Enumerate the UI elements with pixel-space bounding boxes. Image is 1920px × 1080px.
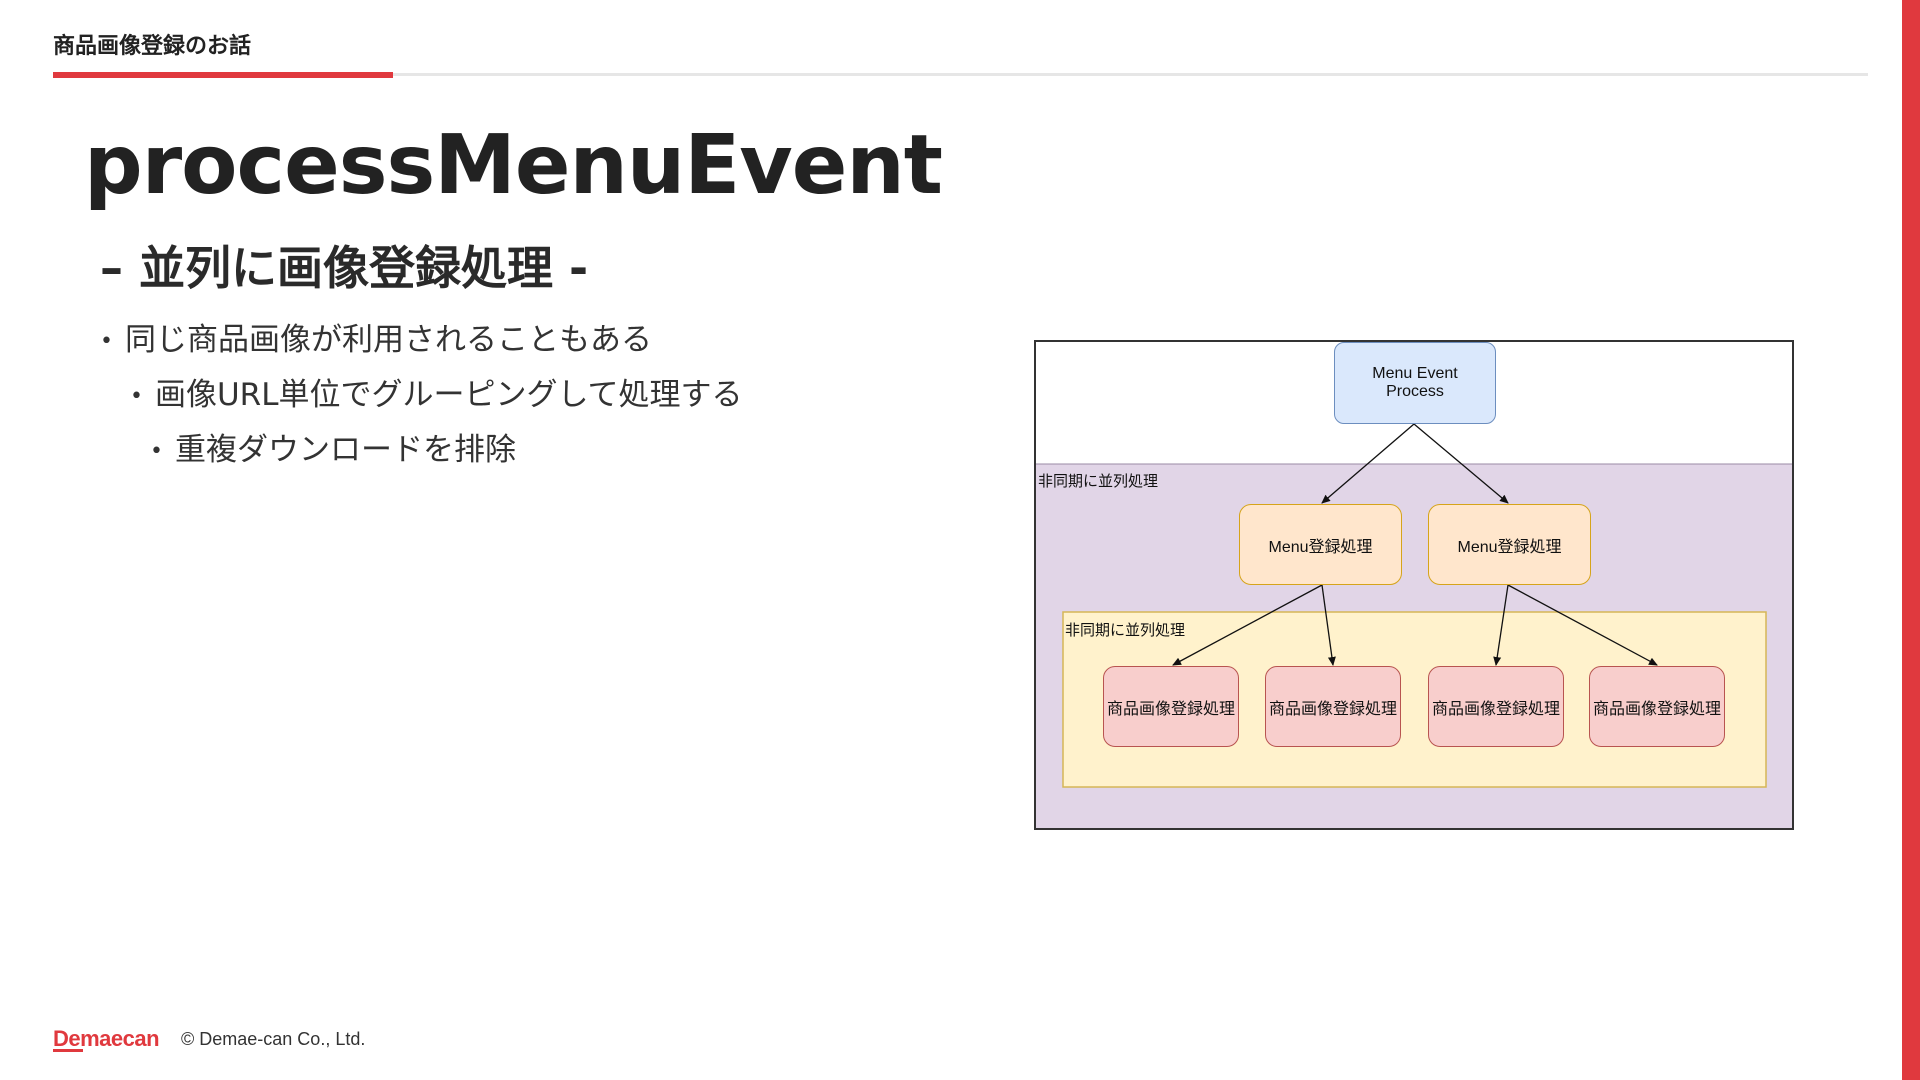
image-node-4: 商品画像登録処理: [1589, 666, 1725, 747]
image-node-2: 商品画像登録処理: [1265, 666, 1401, 747]
bullet-text: 重複ダウンロードを排除: [174, 432, 516, 468]
arrow-menu-1-to-image-2: [1321, 584, 1336, 666]
image-node-1: 商品画像登録処理: [1103, 666, 1239, 747]
bullet-item-3: • 重複ダウンロードを排除: [150, 424, 516, 469]
bullet-item-1: • 同じ商品画像が利用されることもある: [100, 314, 652, 359]
bullet-dot-icon: •: [100, 329, 113, 354]
slide-title: processMenuEvent: [84, 118, 943, 213]
slide-subtitle: – 並列に画像登録処理 -: [100, 241, 589, 295]
bullet-text: 同じ商品画像が利用されることもある: [124, 322, 652, 358]
copyright-text: © Demae-can Co., Ltd.: [181, 1029, 366, 1049]
logo-underline: [53, 1049, 83, 1052]
section-label: 商品画像登録のお話: [53, 34, 252, 59]
arrow-menu-1-to-image-1: [1172, 584, 1323, 666]
header-divider: [53, 73, 1868, 76]
inner-group-label: 非同期に並列処理: [1065, 622, 1186, 639]
arrow-menu-2-to-image-3: [1493, 584, 1509, 666]
right-edge-accent-bar: [1902, 0, 1920, 1080]
bullet-dot-icon: •: [150, 439, 163, 464]
menu-node-1: Menu登録処理: [1239, 504, 1402, 585]
menu-node-2: Menu登録処理: [1428, 504, 1591, 585]
image-node-3: 商品画像登録処理: [1428, 666, 1564, 747]
arrow-menu-2-to-image-4: [1507, 584, 1658, 666]
arrow-root-to-menu-1: [1321, 423, 1415, 504]
process-diagram: Menu Event Process 非同期に並列処理 非同期に並列処理 Men…: [1034, 340, 1794, 830]
demaecan-logo: Demaecan: [53, 1026, 160, 1051]
header-accent-bar: [53, 72, 393, 78]
bullet-text: 画像URL単位でグルーピングして処理する: [154, 377, 743, 413]
outer-group-label: 非同期に並列処理: [1038, 473, 1159, 490]
arrow-root-to-menu-2: [1413, 423, 1509, 504]
root-node-menu-event-process: Menu Event Process: [1334, 342, 1496, 424]
bullet-item-2: • 画像URL単位でグルーピングして処理する: [130, 369, 743, 414]
bullet-dot-icon: •: [130, 384, 143, 409]
